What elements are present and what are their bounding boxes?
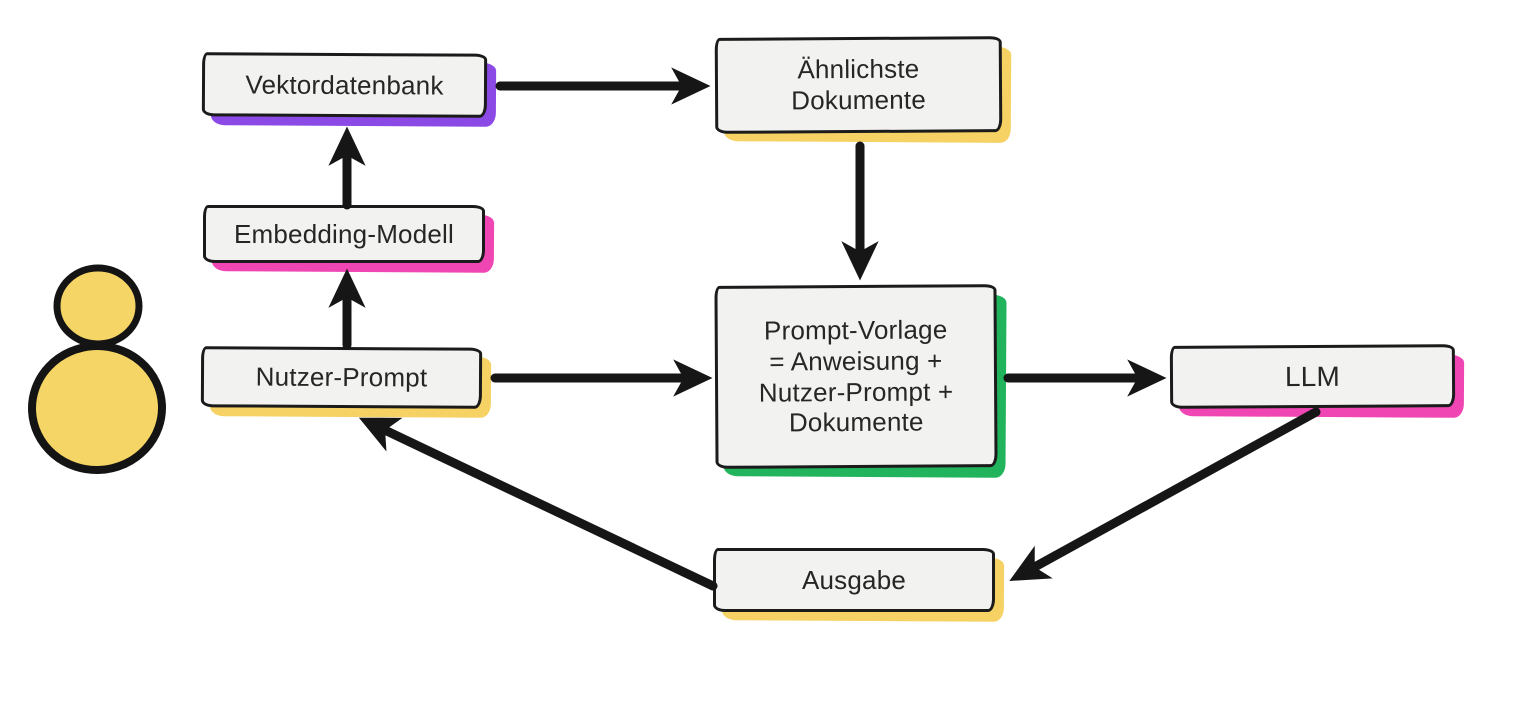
node-ausgabe: Ausgabe — [713, 548, 1005, 622]
node-label-line: Dokumente — [788, 406, 924, 438]
node-label-line: Dokumente — [791, 84, 927, 116]
node-label-vektordatenbank: Vektordatenbank — [245, 69, 444, 101]
node-label-line: Ähnlichste — [797, 53, 920, 85]
node-prompt-vorlage: Prompt-Vorlage = Anweisung + Nutzer-Prom… — [714, 284, 1007, 478]
node-embedding-modell: Embedding-Modell — [203, 205, 495, 273]
node-llm: LLM — [1169, 344, 1465, 418]
user-body — [28, 341, 166, 475]
node-label-llm: LLM — [1284, 360, 1341, 393]
user-head — [53, 264, 143, 348]
node-label-embedding-modell: Embedding-Modell — [234, 218, 454, 249]
node-label-nutzer-prompt: Nutzer-Prompt — [255, 361, 428, 393]
user-icon — [28, 264, 166, 475]
node-label-ausgabe: Ausgabe — [801, 564, 907, 595]
node-label-line: Nutzer-Prompt + — [758, 375, 954, 408]
node-label-line: Prompt-Vorlage — [763, 314, 948, 346]
edge-ausgabe-to-nutzer-prompt — [358, 417, 718, 591]
node-aehnlichste-dokumente: Ähnlichste Dokumente — [714, 36, 1012, 143]
node-nutzer-prompt: Nutzer-Prompt — [200, 346, 492, 418]
node-label-line: = Anweisung + — [769, 345, 943, 377]
edge-llm-to-ausgabe — [1009, 407, 1321, 581]
node-vektordatenbank: Vektordatenbank — [201, 52, 497, 127]
